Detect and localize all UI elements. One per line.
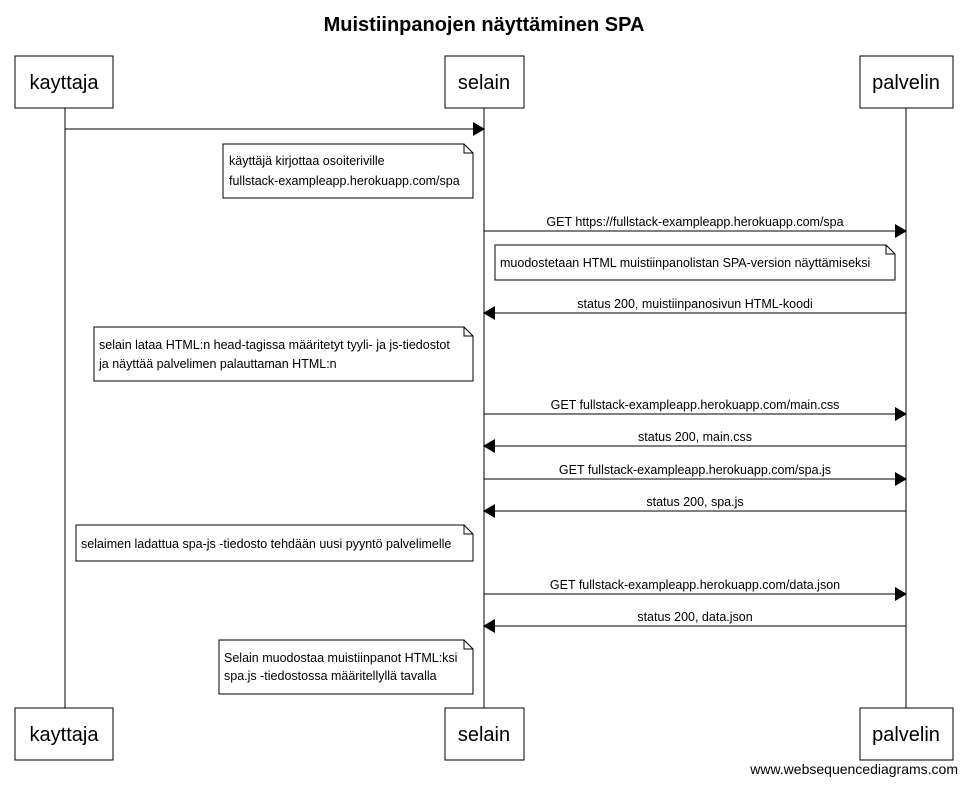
actor-kayttaja-top: kayttaja <box>14 55 114 109</box>
message-get-spa: GET https://fullstack-exampleapp.herokua… <box>484 215 907 238</box>
note-line: selain lataa HTML:n head-tagissa määrite… <box>99 338 450 352</box>
actor-palvelin-label: palvelin <box>872 72 940 94</box>
note-build-html: muodostetaan HTML muistiinpanolistan SPA… <box>494 244 896 281</box>
actor-palvelin-label: palvelin <box>872 724 940 746</box>
footer-credit: www.websequencediagrams.com <box>749 761 958 777</box>
actor-selain-label: selain <box>458 724 510 746</box>
note-line: Selain muodostaa muistiinpanot HTML:ksi <box>224 651 457 665</box>
note-render-notes: Selain muodostaa muistiinpanot HTML:ksi … <box>218 639 474 695</box>
message-status-html: status 200, muistiinpanosivun HTML-koodi <box>483 297 906 320</box>
message-status-data-json: status 200, data.json <box>483 610 906 633</box>
message-label: GET fullstack-exampleapp.herokuapp.com/m… <box>551 398 840 412</box>
note-user-types-url: käyttäjä kirjottaa osoiteriville fullsta… <box>222 143 474 199</box>
message-get-data-json: GET fullstack-exampleapp.herokuapp.com/d… <box>484 578 907 601</box>
actor-palvelin-top: palvelin <box>859 55 954 109</box>
actor-selain-bottom: selain <box>444 707 525 761</box>
actor-palvelin-bottom: palvelin <box>859 707 954 761</box>
message-label: status 200, data.json <box>637 610 752 624</box>
note-line: muodostetaan HTML muistiinpanolistan SPA… <box>500 256 870 270</box>
actor-kayttaja-label: kayttaja <box>30 724 100 746</box>
message-label: status 200, spa.js <box>646 495 743 509</box>
message-label: status 200, main.css <box>638 430 752 444</box>
note-browser-loads-assets: selain lataa HTML:n head-tagissa määrite… <box>93 326 474 382</box>
message-label: GET https://fullstack-exampleapp.herokua… <box>546 215 843 229</box>
note-new-request: selaimen ladattua spa-js -tiedosto tehdä… <box>75 524 474 562</box>
actor-selain-label: selain <box>458 72 510 94</box>
note-line: spa.js -tiedostossa määritellyllä tavall… <box>224 669 437 683</box>
note-line: selaimen ladattua spa-js -tiedosto tehdä… <box>81 537 451 551</box>
note-line: fullstack-exampleapp.herokuapp.com/spa <box>229 174 460 188</box>
message-label: GET fullstack-exampleapp.herokuapp.com/s… <box>559 463 831 477</box>
message-get-spa-js: GET fullstack-exampleapp.herokuapp.com/s… <box>484 463 907 486</box>
actor-selain-top: selain <box>444 55 525 109</box>
diagram-title: Muistiinpanojen näyttäminen SPA <box>324 14 645 36</box>
message-label: GET fullstack-exampleapp.herokuapp.com/d… <box>550 578 840 592</box>
actor-kayttaja-bottom: kayttaja <box>14 707 114 761</box>
note-line: käyttäjä kirjottaa osoiteriville <box>229 154 385 168</box>
message-get-main-css: GET fullstack-exampleapp.herokuapp.com/m… <box>484 398 907 421</box>
note-line: ja näyttää palvelimen palauttaman HTML:n <box>98 357 337 371</box>
message-status-main-css: status 200, main.css <box>483 430 906 453</box>
message-label: status 200, muistiinpanosivun HTML-koodi <box>577 297 813 311</box>
message-status-spa-js: status 200, spa.js <box>483 495 906 518</box>
actor-kayttaja-label: kayttaja <box>30 72 100 94</box>
